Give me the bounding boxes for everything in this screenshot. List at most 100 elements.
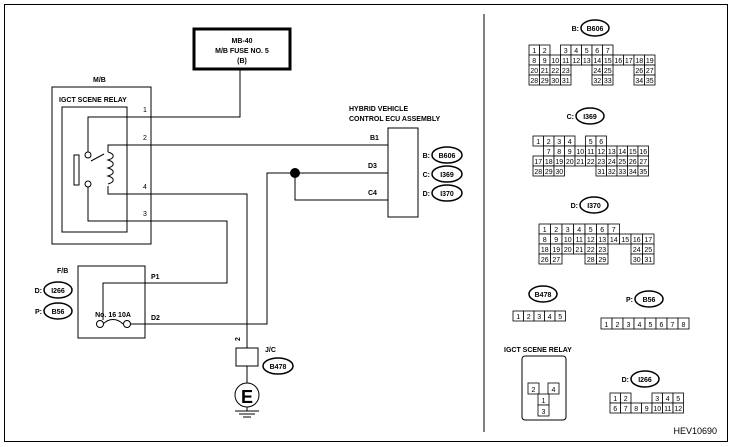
relay-internal-wiring [87,69,241,222]
view-relay-pin [547,382,560,395]
ecu-block [387,127,419,218]
view-i369-pin: 31 [597,169,605,176]
view-b56-pin: 3 [627,322,631,329]
relay-pin-4: 4 [143,184,147,191]
view-i369-pin: 32 [608,169,616,176]
view-b56-pin: 8 [682,322,686,329]
view-b606-pin: 5 [585,48,589,55]
fb-label: F/B [57,268,68,275]
view-b606-pin: 21 [541,68,549,75]
view-i370-tag-id: I370 [587,203,601,210]
fb-connector-b56-oval [43,302,73,320]
view-i369-pin: 13 [608,149,616,156]
relay-pin-3: 3 [143,211,147,218]
view-i369-pin: 25 [618,159,626,166]
fb-pin-d2: D2 [151,315,160,322]
relay-pin-1: 1 [143,107,147,114]
view-i266-tag-oval [630,370,660,388]
view-i369-pin: 29 [545,169,553,176]
relay-armature [73,154,80,186]
diagram-id: HEV10690 [673,426,717,436]
ecu-connector-b606: B:B606 [423,146,463,164]
view-b606-pin: 11 [562,58,569,65]
view-i370-pin: 12 [587,237,595,244]
view-i370-cell [550,253,563,265]
view-i370-pin: 23 [598,247,606,254]
view-i370-pin: 18 [541,247,549,254]
view-i369-pin: 30 [555,169,563,176]
view-b606-pin: 31 [562,78,570,85]
jc-label: J/C [265,347,276,354]
view-b478-pin: 4 [548,314,552,321]
view-i370-pin: 11 [576,237,583,244]
ecu-connector-i370: D:I370 [423,184,463,202]
view-b478-pin: 1 [516,314,520,321]
fuse-terminal-right [123,320,131,328]
view-b56-pin: 5 [649,322,653,329]
view-i266-tag: D:I266 [622,370,660,388]
view-i370-pin: 20 [564,247,572,254]
view-i369-pin: 2 [547,139,551,146]
view-i369-pin: 19 [555,159,563,166]
view-i369-pin: 18 [545,159,553,166]
view-b606-tag: B:B606 [572,19,610,37]
ecu-connector-b606-prefix: B: [423,153,430,160]
view-b56-pin: 4 [638,322,642,329]
view-i370-pin: 7 [612,227,616,234]
view-b478-tag-oval [528,285,558,303]
view-i266-pin: 3 [655,396,659,403]
view-b606-pin: 4 [574,48,578,55]
view-b606-pin: 30 [551,78,559,85]
ecu-connector-i370-oval [431,184,463,202]
view-i370-pin: 22 [587,247,595,254]
jc-block [235,347,259,367]
view-i370-pin: 15 [621,237,629,244]
view-i266-pin: 7 [624,406,628,413]
view-b606-cell [644,74,656,86]
view-i370-pin: 25 [644,247,652,254]
view-i266-pin: 8 [634,406,638,413]
view-i266-pin: 12 [674,406,682,413]
view-b606-pin: 9 [543,58,547,65]
view-b606-pin: 24 [593,68,601,75]
fuse-source-box: MB-40 M/B FUSE NO. 5 (B) [192,27,292,71]
view-b606-pin: 18 [635,58,643,65]
view-b606-pin: 20 [530,68,538,75]
jc-connector-id: B478 [270,364,287,371]
view-i370-pin: 16 [633,237,641,244]
relay-contact-2 [84,180,92,188]
ecu-pin-b1: B1 [370,135,379,142]
view-i370-pin: 24 [633,247,641,254]
view-i369-pin: 24 [608,159,616,166]
view-i266-pin: 11 [664,406,671,413]
outer-border [4,4,728,442]
view-i370-pin: 27 [552,257,560,264]
view-i369-cell [553,165,565,177]
jc-connector: B478 [262,357,294,375]
fb-pin-p1: P1 [151,274,160,281]
view-i266-pin: 4 [666,396,670,403]
view-i370-pin: 4 [577,227,581,234]
view-i369-pin: 10 [576,149,584,156]
ecu-connector-i369-prefix: C: [423,172,430,179]
view-b606-pin: 6 [595,48,599,55]
relay-label: IGCT SCENE RELAY [59,97,127,104]
view-i369-pin: 16 [639,149,647,156]
ecu-pin-c4: C4 [368,190,377,197]
mb-label: M/B [93,77,106,84]
view-relay-pin-label: 2 [532,387,536,394]
view-i370-pin: 28 [587,257,595,264]
view-b606-cell [560,74,572,86]
view-i369-pin: 17 [534,159,542,166]
view-b478-cell [554,310,566,322]
view-i369-pin: 11 [587,149,594,156]
view-b56-pin: 7 [671,322,675,329]
view-b56-tag-id: B56 [643,297,656,304]
view-b56-pin: 1 [605,322,609,329]
ecu-connector-i370-id: I370 [440,191,454,198]
view-i369-pin: 15 [629,149,637,156]
